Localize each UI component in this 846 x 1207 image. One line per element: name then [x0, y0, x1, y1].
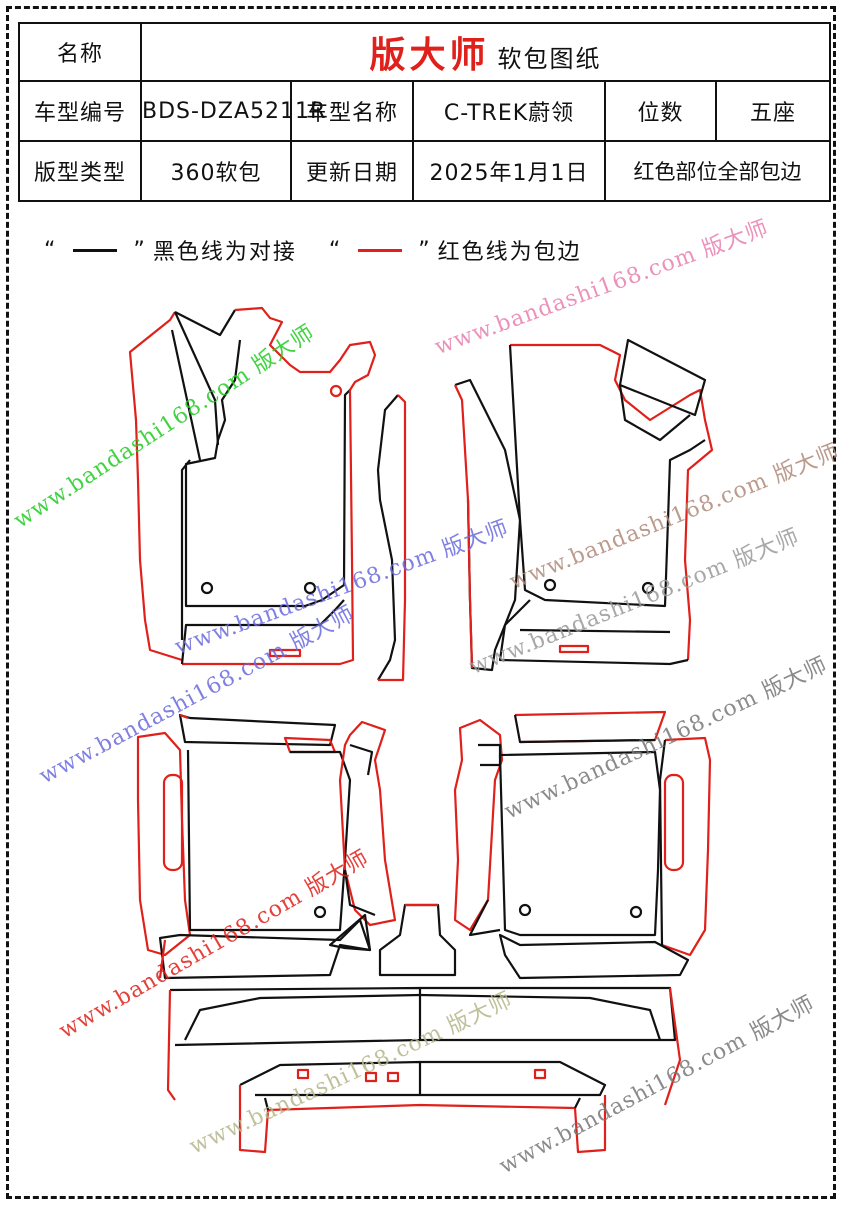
- pattern-type-label: 版型类型: [18, 140, 142, 202]
- center-tunnel-piece: [378, 903, 457, 977]
- black-line-sample: [73, 248, 118, 252]
- seats-value: 五座: [714, 80, 832, 142]
- legend-quote-close-2: ”: [418, 237, 432, 263]
- dashed-border: [6, 6, 836, 1199]
- model-name: C-TREK蔚领: [412, 80, 606, 142]
- line-legend: “ ” 黑色线为对接 “ ” 红色线为包边: [38, 234, 582, 266]
- legend-quote-close: ”: [133, 237, 147, 263]
- model-row: 车型编号 BDS-DZA5211R 车型名称 C-TREK蔚领 位数 五座: [18, 80, 832, 142]
- seats-label: 位数: [604, 80, 717, 142]
- rear-left-mat: [136, 713, 397, 980]
- update-label: 更新日期: [290, 140, 414, 202]
- doc-title: 软包图纸: [497, 45, 602, 73]
- rear-seat-base: [166, 986, 682, 1154]
- front-right-mat: [454, 338, 714, 672]
- legend-quote-open: “: [44, 237, 58, 263]
- brand-title: 版大师: [369, 35, 490, 76]
- info-table: 名称 版大师 软包图纸 车型编号 BDS-DZA5211R 车型名称 C-TRE…: [18, 22, 832, 202]
- red-line-sample: [358, 248, 403, 252]
- update-date: 2025年1月1日: [412, 140, 606, 202]
- red-line-text: 红色线为包边: [437, 240, 582, 265]
- title-row: 名称 版大师 软包图纸: [18, 22, 832, 82]
- rear-right-mat: [453, 710, 712, 980]
- edge-note: 红色部位全部包边: [603, 140, 832, 202]
- black-line-text: 黑色线为对接: [152, 240, 297, 265]
- type-row: 版型类型 360软包 更新日期 2025年1月1日 红色部位全部包边: [18, 140, 832, 202]
- name-label: 名称: [18, 22, 142, 82]
- pattern-type: 360软包: [140, 140, 292, 202]
- front-left-mat: [128, 306, 407, 682]
- model-name-label: 车型名称: [290, 80, 414, 142]
- legend-quote-open-2: “: [328, 237, 343, 263]
- title-cell: 版大师 软包图纸: [139, 22, 832, 82]
- model-code-label: 车型编号: [18, 80, 142, 142]
